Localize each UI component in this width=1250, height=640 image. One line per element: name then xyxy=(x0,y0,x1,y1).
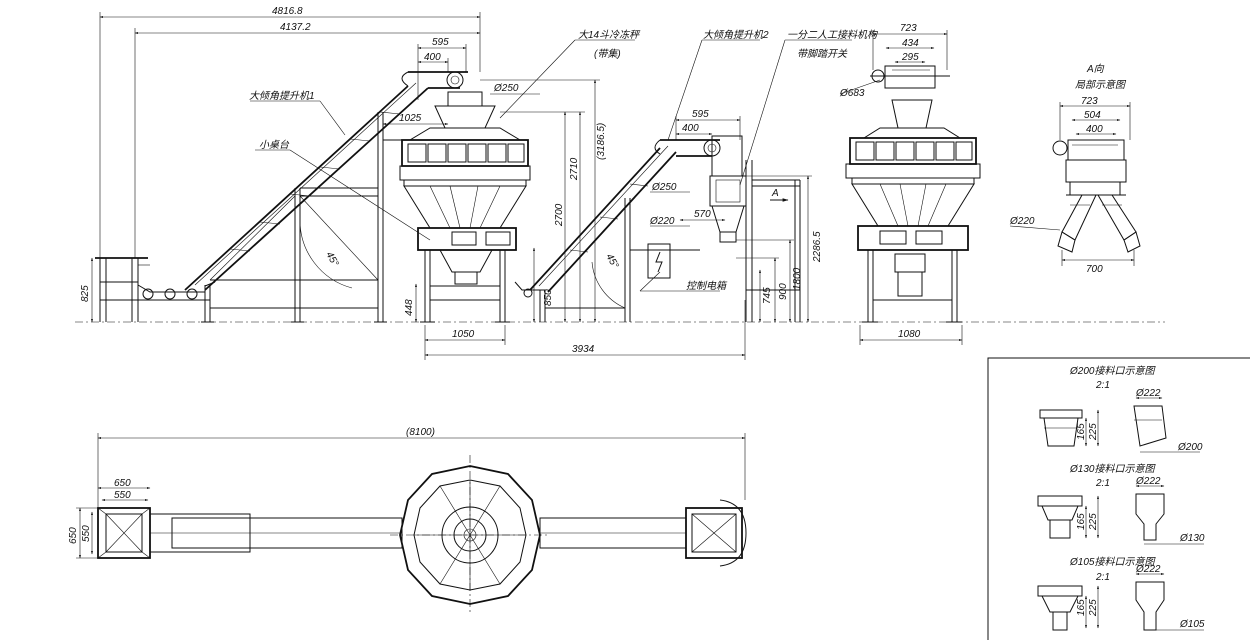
label-weigher-line1: 大14斗冷冻秤 xyxy=(578,29,641,41)
detail-1-scale: 2:1 xyxy=(1095,380,1110,391)
detail-1-200: Ø200 xyxy=(1177,442,1203,453)
dim-2700: 2700 xyxy=(554,203,565,227)
label-manual-line2: 带脚踏开关 xyxy=(797,48,848,60)
detail-3-222: Ø222 xyxy=(1135,564,1161,575)
manual-discharge-unit xyxy=(709,135,801,322)
dim-angle-2: 45° xyxy=(603,252,620,271)
multihead-weigher-side xyxy=(845,65,981,323)
component-labels: 大倾角提升机1 小桌台 大14斗冷冻秤 (带集) 大倾角提升机2 一分二人工接料… xyxy=(249,29,1127,292)
dim-400-viewa: 400 xyxy=(1086,124,1103,135)
detail-2-222: Ø222 xyxy=(1135,476,1161,487)
dim-825: 825 xyxy=(80,285,91,302)
dim-1025: 1025 xyxy=(399,113,422,124)
dim-550-plan-h: 550 xyxy=(114,490,131,501)
dim-2710: 2710 xyxy=(569,157,580,181)
dim-650-plan-h: 650 xyxy=(114,478,131,489)
label-elevator-1: 大倾角提升机1 xyxy=(249,90,315,102)
detail-frame xyxy=(987,357,1250,640)
detail-2-225: 225 xyxy=(1088,513,1099,531)
detail-texts: Ø200接料口示意图 2:1 Ø222 165 225 Ø200 Ø130接料口… xyxy=(1069,365,1205,630)
dim-723-side: 723 xyxy=(900,23,917,34)
dim-3186: (3186.5) xyxy=(596,123,607,160)
detail-1-165: 165 xyxy=(1076,423,1087,440)
dim-250-el2: Ø250 xyxy=(651,182,677,193)
detail-105-inlet xyxy=(1037,581,1165,631)
dim-550-plan-v: 550 xyxy=(81,525,92,542)
dim-595-top: 595 xyxy=(432,37,449,48)
dim-745: 745 xyxy=(762,287,773,304)
label-view-a-line2: 局部示意图 xyxy=(1075,79,1127,91)
dim-295: 295 xyxy=(901,52,919,63)
detail-2-scale: 2:1 xyxy=(1095,478,1110,489)
detail-200-inlet xyxy=(1039,405,1167,447)
dim-700: 700 xyxy=(1086,264,1103,275)
detail-3-105: Ø105 xyxy=(1179,619,1205,630)
dim-3934: 3934 xyxy=(572,344,595,355)
dim-595-el2: 595 xyxy=(692,109,709,120)
leader-lines xyxy=(250,39,881,292)
dim-220-el2: Ø220 xyxy=(649,216,675,227)
detail-3-165: 165 xyxy=(1076,599,1087,616)
dim-448: 448 xyxy=(404,299,415,316)
detail-3-225: 225 xyxy=(1088,599,1099,617)
dim-570: 570 xyxy=(694,209,711,220)
dim-4137: 4137.2 xyxy=(280,22,311,33)
dim-4816: 4816.8 xyxy=(272,6,303,17)
label-small-platform: 小桌台 xyxy=(259,139,290,151)
detail-1-225: 225 xyxy=(1088,423,1099,441)
dimension-lines xyxy=(76,12,1204,631)
detail-2-title: Ø130接料口示意图 xyxy=(1069,463,1156,475)
detail-3-title: Ø105接料口示意图 xyxy=(1069,556,1156,568)
dim-angle-1: 45° xyxy=(323,250,340,269)
dim-650-plan-v: 650 xyxy=(68,527,79,544)
dim-2286: 2286.5 xyxy=(812,231,823,263)
dim-1800: 1800 xyxy=(792,267,803,290)
detail-2-130: Ø130 xyxy=(1179,533,1205,544)
multihead-weigher-front xyxy=(399,91,531,323)
dim-850: 850 xyxy=(543,289,554,306)
dim-1050: 1050 xyxy=(452,329,475,340)
dim-400-el2: 400 xyxy=(682,123,699,134)
dim-900: 900 xyxy=(778,283,789,300)
dim-723-viewa: 723 xyxy=(1081,96,1098,107)
dim-250-top: Ø250 xyxy=(493,83,519,94)
view-a-detail xyxy=(1052,139,1141,253)
detail-3-scale: 2:1 xyxy=(1095,572,1110,583)
detail-130-inlet xyxy=(1037,493,1165,541)
label-view-a-line1: A向 xyxy=(1086,63,1105,75)
dim-683: Ø683 xyxy=(839,88,865,99)
dim-504: 504 xyxy=(1084,110,1101,121)
plan-view xyxy=(97,455,747,615)
dim-220-viewa: Ø220 xyxy=(1009,216,1035,227)
detail-1-title: Ø200接料口示意图 xyxy=(1069,365,1156,377)
detail-1-222: Ø222 xyxy=(1135,388,1161,399)
label-control-box: 控制电箱 xyxy=(686,280,728,292)
label-weigher-line2: (带集) xyxy=(594,48,621,60)
dim-400-top: 400 xyxy=(424,52,441,63)
dimension-values: 4816.8 4137.2 595 400 Ø250 1025 (3186.5)… xyxy=(68,6,1103,544)
label-manual-line1: 一分二人工接料机构 xyxy=(787,29,879,41)
incline-elevator-1 xyxy=(137,71,468,323)
detail-2-165: 165 xyxy=(1076,513,1087,530)
dim-8100: (8100) xyxy=(406,427,435,438)
small-platform xyxy=(95,257,150,322)
section-a-mark: A xyxy=(771,188,779,199)
label-elevator-2: 大倾角提升机2 xyxy=(703,29,769,41)
dim-434: 434 xyxy=(902,38,919,49)
dim-1080: 1080 xyxy=(898,329,921,340)
